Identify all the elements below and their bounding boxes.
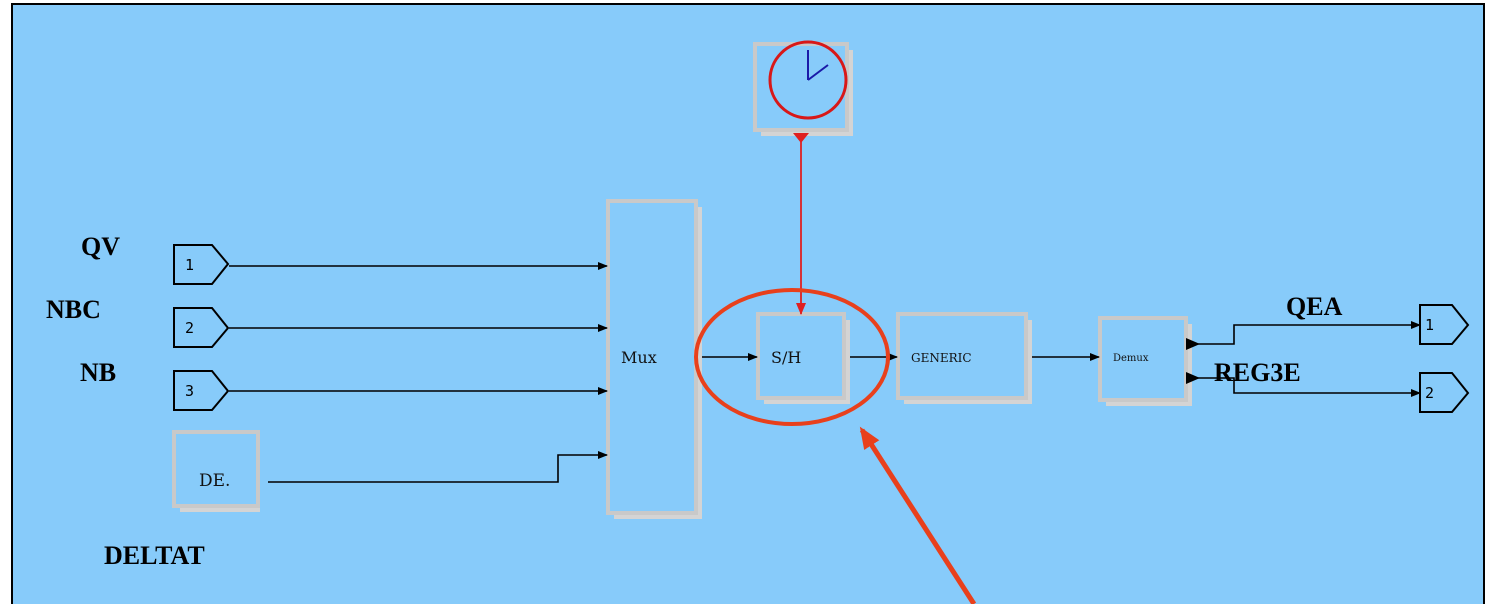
generic-block-label: GENERIC <box>911 351 972 365</box>
constant-block-text: DE. <box>199 471 231 491</box>
input-port-1[interactable] <box>173 244 230 285</box>
demux-output-arrow-2 <box>1186 372 1200 384</box>
demux-block[interactable] <box>1098 316 1192 406</box>
input-port-2[interactable] <box>173 307 230 348</box>
demux-output-arrow-1 <box>1186 338 1200 350</box>
input-port-3-number: 3 <box>185 382 195 400</box>
clock-output-marker <box>793 133 809 143</box>
sample-hold-block-label: S/H <box>771 348 802 367</box>
highlight-ellipse <box>694 288 890 426</box>
output-port-1[interactable] <box>1419 304 1470 345</box>
constant-label-deltat: DELTAT <box>104 541 205 570</box>
sample-hold-block[interactable] <box>756 312 850 404</box>
output-label-reg3e: REG3E <box>1214 358 1301 387</box>
diagram-canvas: QV NBC NB DELTAT QEA REG3E 1 2 3 1 2 DE.… <box>11 3 1485 604</box>
clock-icon <box>768 40 848 120</box>
input-port-3[interactable] <box>173 370 230 411</box>
output-port-2[interactable] <box>1419 372 1470 413</box>
diagram-svg <box>172 40 1470 604</box>
input-label-nbc: NBC <box>46 295 101 324</box>
input-port-2-number: 2 <box>185 319 195 337</box>
demux-block-label: Demux <box>1113 353 1149 364</box>
highlight-arrow <box>859 426 977 604</box>
constant-block-deltat[interactable] <box>172 430 260 512</box>
mux-block-label: Mux <box>621 348 657 367</box>
link-demux-reg3e <box>1192 377 1421 397</box>
output-port-2-number: 2 <box>1425 384 1435 402</box>
input-label-qv: QV <box>81 232 120 261</box>
output-port-1-number: 1 <box>1425 316 1435 334</box>
link-deltat-mux <box>268 451 608 483</box>
input-label-nb: NB <box>80 358 117 387</box>
input-port-1-number: 1 <box>185 256 195 274</box>
link-demux-qea <box>1192 321 1421 345</box>
output-label-qea: QEA <box>1286 292 1343 321</box>
signal-links <box>229 262 1421 483</box>
generic-block[interactable] <box>896 312 1032 404</box>
